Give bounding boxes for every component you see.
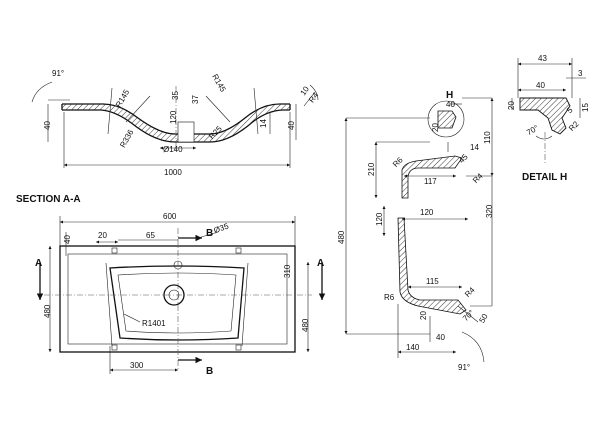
bb-dim-210-label: 210	[367, 162, 376, 176]
dh-dim-40-label: 40	[536, 81, 545, 90]
r1401-label: R1401	[142, 319, 166, 328]
width-1000-label: 1000	[164, 168, 182, 177]
section-b-top-label: B	[206, 228, 213, 239]
dim-65-label: 65	[146, 231, 155, 240]
dh-dim-20-label: 20	[507, 101, 516, 110]
dh-dim-3-label: 3	[578, 69, 583, 78]
section-b-bottom-label: B	[206, 366, 213, 377]
bb-dim-20-bottom-label: 20	[419, 311, 428, 320]
dim-37-label: 37	[191, 95, 200, 104]
dim-20-label: 20	[98, 231, 107, 240]
dim-300-label: 300	[130, 361, 144, 370]
dim-480-right-label: 480	[301, 318, 310, 332]
section-bb-profile	[344, 97, 494, 363]
bb-dim-40-label: 40	[446, 100, 455, 109]
bb-dim-117-label: 117	[424, 177, 437, 186]
bb-dim-45-label: 45	[457, 152, 470, 165]
dh-angle-70-label: 70°	[525, 123, 540, 137]
bb-r6-bottom-label: R6	[384, 293, 395, 302]
top-profile-view	[31, 81, 319, 168]
section-aa-title: SECTION A-A	[16, 194, 81, 205]
dh-dim-43-label: 43	[538, 54, 547, 63]
r336-label: R336	[118, 128, 136, 150]
bb-dim-140-label: 140	[406, 343, 420, 352]
bb-r6-top-label: R6	[391, 155, 405, 169]
bb-dim-120-left-label: 120	[375, 212, 384, 226]
detail-h-callout-label: H	[446, 90, 453, 101]
dim-40-left-label: 40	[43, 121, 52, 130]
bb-dim-320-label: 320	[485, 204, 494, 218]
dim-120-label: 120	[169, 110, 178, 124]
bb-dim-20-label: 20	[431, 123, 440, 132]
dh-dim-15-label: 15	[581, 103, 590, 112]
section-a-left-label: A	[35, 258, 42, 269]
dim-600-label: 600	[163, 212, 177, 221]
bb-dim-120-top-label: 120	[420, 208, 434, 217]
section-aa-plan	[36, 216, 326, 374]
dim-40-label: 40	[63, 235, 72, 244]
angle-91-label: 91°	[52, 69, 64, 78]
detail-h-title: DETAIL H	[522, 172, 567, 183]
bb-dim-110-label: 110	[483, 131, 492, 144]
dim-310-label: 310	[283, 264, 292, 278]
dim-40-right-label: 40	[287, 121, 296, 130]
bb-dim-480-label: 480	[337, 230, 346, 244]
bb-r4-top-label: R4	[471, 171, 485, 185]
dia-140-label: Ø140	[163, 145, 183, 154]
r145-right-label: R145	[210, 72, 228, 94]
dia-35-label: Ø35	[213, 221, 231, 235]
bb-dim-40-bottom-label: 40	[436, 333, 445, 342]
bb-dim-14-label: 14	[470, 143, 479, 152]
r145-left-label: R145	[114, 88, 132, 110]
dh-dim-5-label: 5	[565, 105, 575, 115]
detail-h	[511, 58, 586, 164]
section-a-right-label: A	[317, 258, 324, 269]
bb-dim-50-label: 50	[477, 312, 490, 325]
dh-r2-label: R2	[567, 119, 581, 133]
bb-r4-bottom-label: R4	[463, 285, 477, 299]
section-bb-dims: H 40 20 110 14 R6 210 45 117 R4 480 320 …	[337, 90, 494, 372]
dim-14-label: 14	[259, 119, 268, 128]
bb-angle-91-label: 91°	[458, 363, 470, 372]
dim-35-label: 35	[171, 91, 180, 100]
dim-480-left-label: 480	[43, 304, 52, 318]
bb-dim-115-label: 115	[426, 277, 439, 286]
